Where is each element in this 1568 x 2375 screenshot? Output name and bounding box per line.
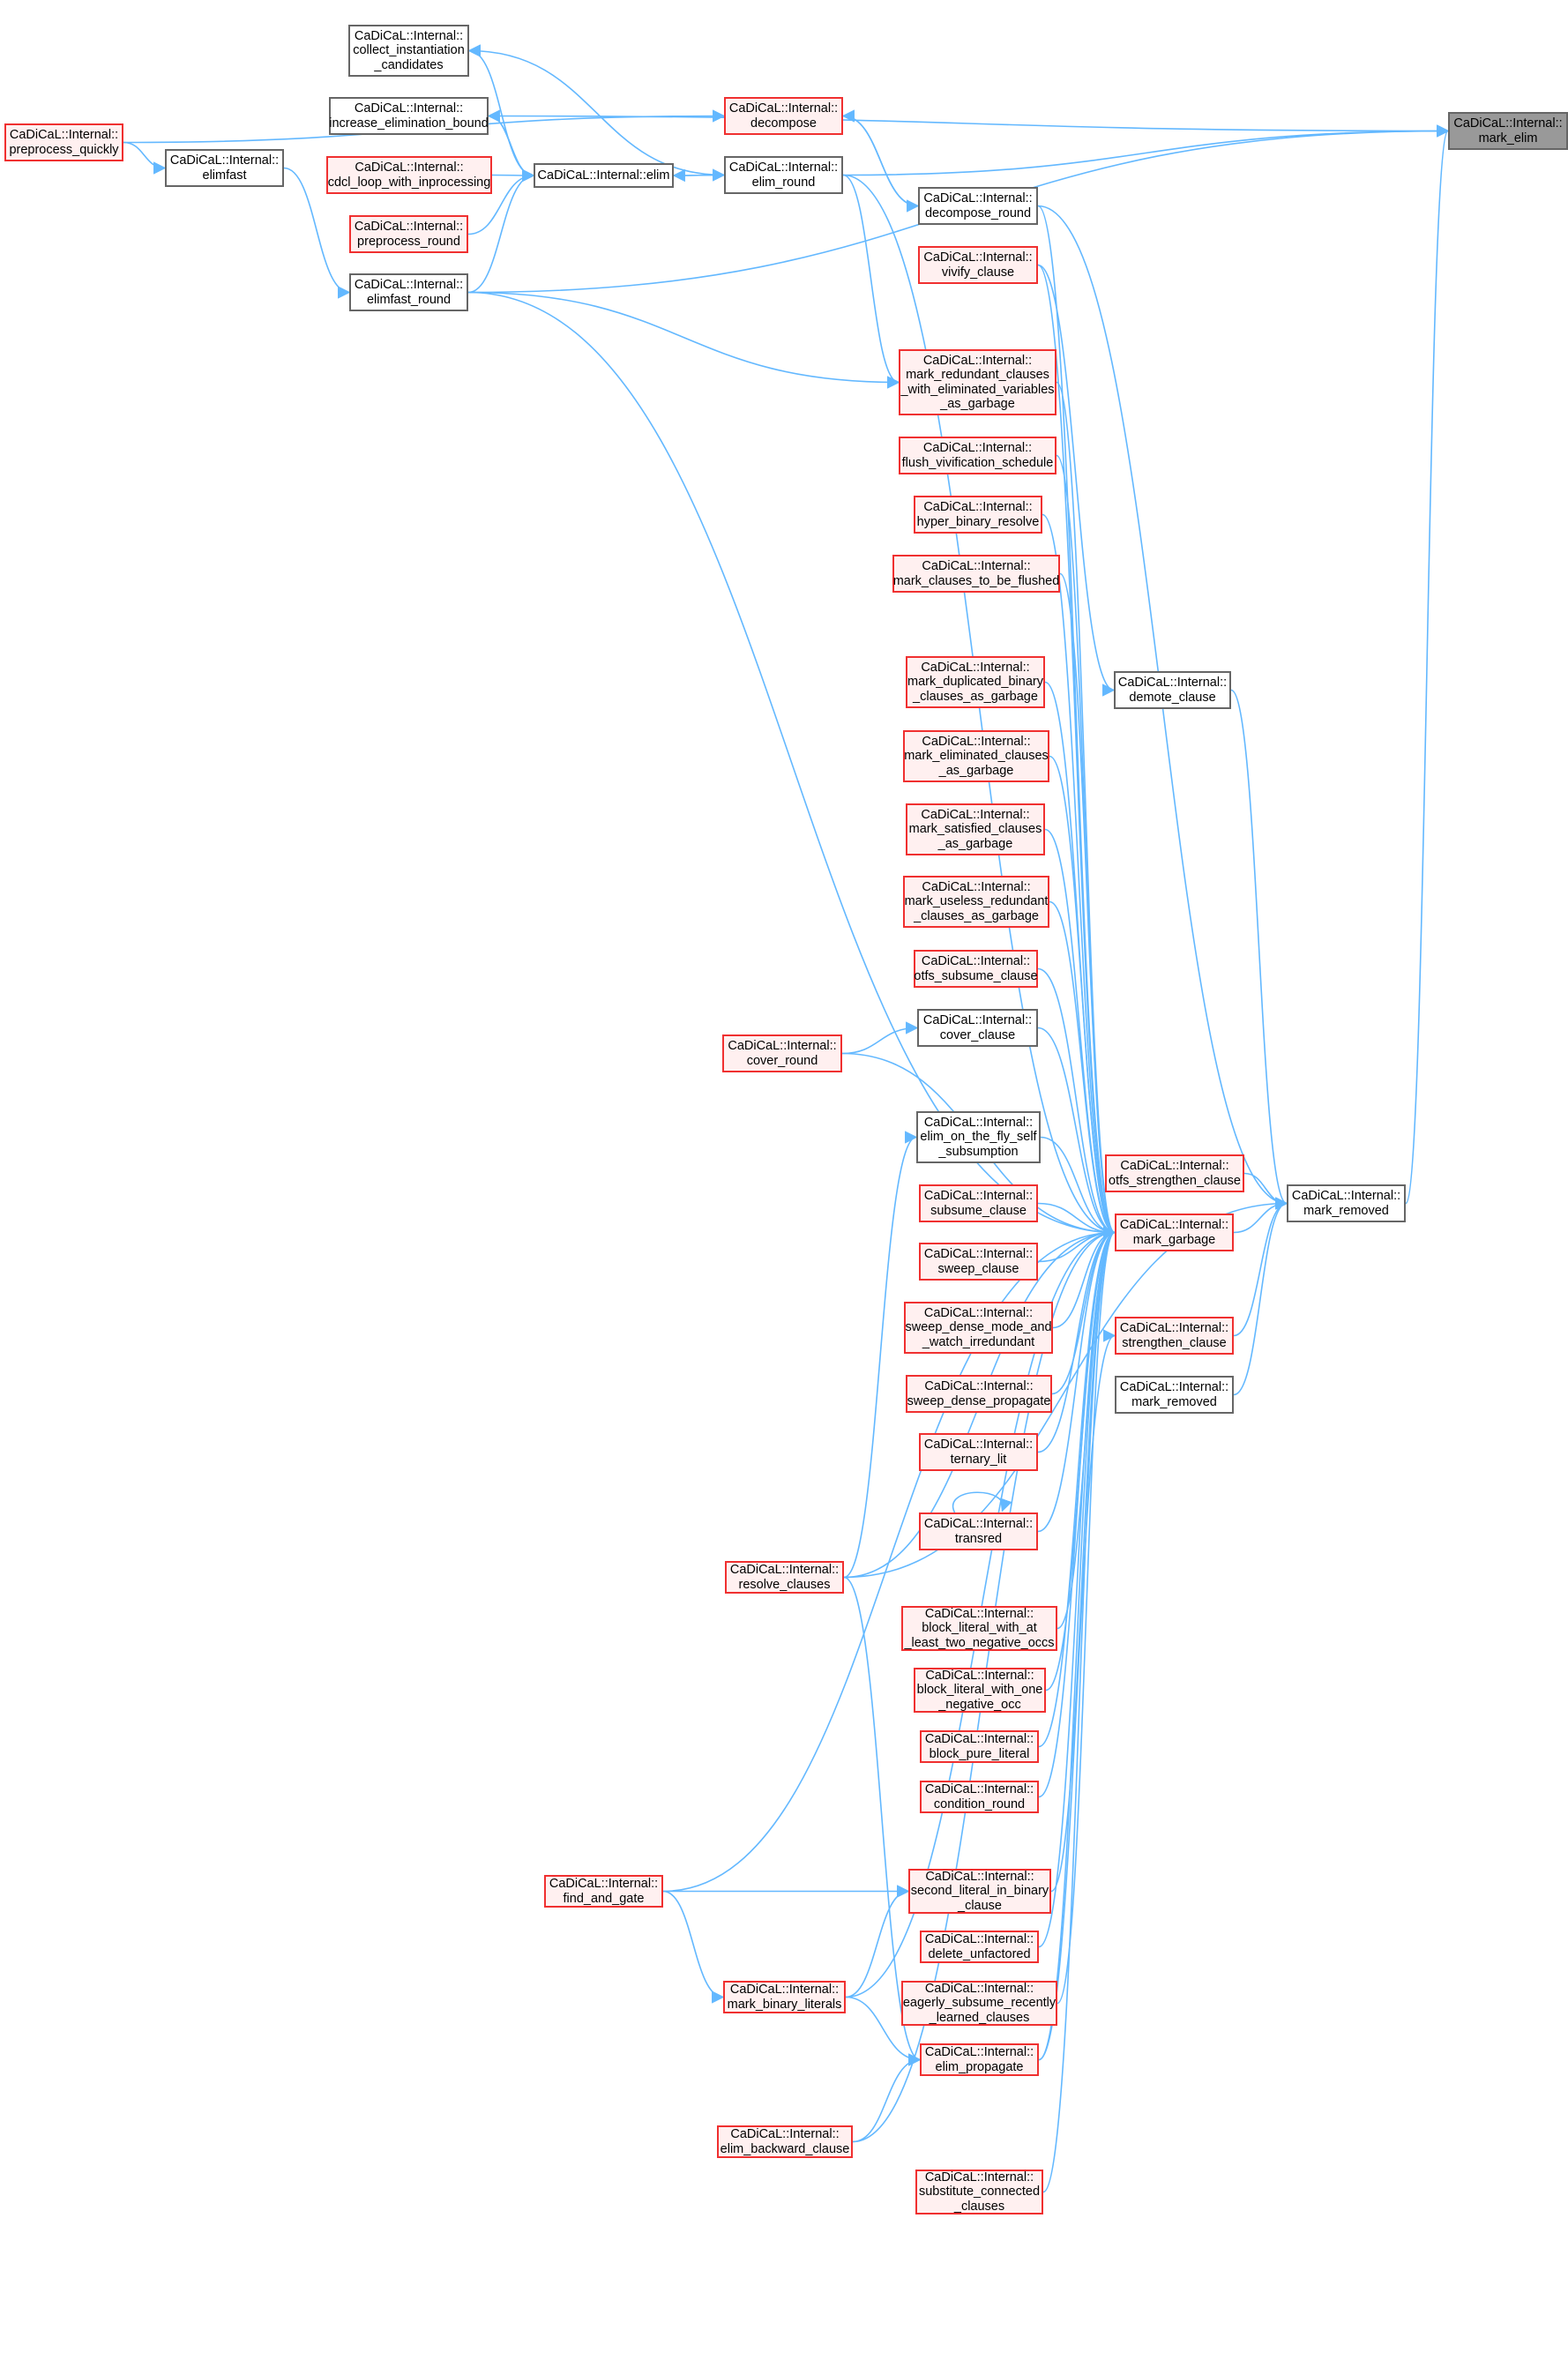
edge-elim_round-to-collect_instantiation_candidates [467, 44, 725, 176]
edge-cover_clause-to-mark_garbage [1037, 1027, 1116, 1239]
edge-resolve_clauses-to-elim_on_the_fly_self_subsumption [843, 1131, 918, 1579]
node-elim[interactable]: CaDiCaL::Internal::elim [534, 163, 674, 188]
node-sweep-dense-propagate[interactable]: CaDiCaL::Internal:: sweep_dense_propagat… [906, 1375, 1052, 1413]
edge-demote_clause-to-mark_removed [1230, 689, 1288, 1210]
node-decompose-round[interactable]: CaDiCaL::Internal:: decompose_round [918, 187, 1038, 225]
edge-condition_round-to-mark_garbage [1038, 1226, 1116, 1798]
edge-strengthen_clause-to-mark_removed [1233, 1197, 1288, 1337]
node-decompose[interactable]: CaDiCaL::Internal:: decompose [724, 97, 843, 135]
edge-mark_removed-to-mark_elim [1405, 124, 1450, 1205]
edge-ternary_lit-to-mark_garbage [1037, 1226, 1116, 1453]
node-otfs-subsume-clause[interactable]: CaDiCaL::Internal:: otfs_subsume_clause [914, 950, 1038, 988]
node-mark-redundant-clauses[interactable]: CaDiCaL::Internal:: mark_redundant_claus… [899, 349, 1057, 415]
edge-substitute_connected_clauses-to-mark_garbage [1042, 1226, 1116, 2193]
node-cdcl-loop-with-inprocessing[interactable]: CaDiCaL::Internal:: cdcl_loop_with_inpro… [326, 156, 492, 194]
node-mark-clauses-to-be-flushed[interactable]: CaDiCaL::Internal:: mark_clauses_to_be_f… [892, 555, 1060, 593]
node-find-and-gate[interactable]: CaDiCaL::Internal:: find_and_gate [544, 1875, 663, 1908]
node-hyper-binary-resolve[interactable]: CaDiCaL::Internal:: hyper_binary_resolve [914, 496, 1042, 534]
node-mark-elim[interactable]: CaDiCaL::Internal:: mark_elim [1448, 112, 1568, 150]
edge-elim_backward_clause-to-elim_propagate [852, 2053, 922, 2143]
node-elimfast[interactable]: CaDiCaL::Internal:: elimfast [165, 149, 284, 187]
node-increase-elimination-bound[interactable]: CaDiCaL::Internal:: increase_elimination… [329, 97, 489, 135]
node-resolve-clauses[interactable]: CaDiCaL::Internal:: resolve_clauses [725, 1561, 844, 1594]
node-subsume-clause[interactable]: CaDiCaL::Internal:: subsume_clause [919, 1184, 1038, 1222]
node-elim-round[interactable]: CaDiCaL::Internal:: elim_round [724, 156, 843, 194]
node-ternary-lit[interactable]: CaDiCaL::Internal:: ternary_lit [919, 1433, 1038, 1471]
edge-elimfast-to-elimfast_round [283, 167, 351, 299]
node-elim-propagate[interactable]: CaDiCaL::Internal:: elim_propagate [920, 2043, 1039, 2076]
node-preprocess-round[interactable]: CaDiCaL::Internal:: preprocess_round [349, 215, 468, 253]
node-demote-clause[interactable]: CaDiCaL::Internal:: demote_clause [1114, 671, 1231, 709]
edge-mark_eliminated_clauses_as_garbage-to-mark_garbage [1049, 755, 1116, 1239]
node-elimfast-round[interactable]: CaDiCaL::Internal:: elimfast_round [349, 273, 468, 311]
node-elim-backward-clause[interactable]: CaDiCaL::Internal:: elim_backward_clause [717, 2125, 853, 2158]
node-elim-on-the-fly-self-subsumption[interactable]: CaDiCaL::Internal:: elim_on_the_fly_self… [916, 1111, 1041, 1163]
edge-elim_on_the_fly_self_subsumption-to-mark_garbage [1040, 1136, 1116, 1239]
edge-increase_elimination_bound-to-mark_elim [488, 115, 1450, 138]
node-mark-binary-literals[interactable]: CaDiCaL::Internal:: mark_binary_literals [723, 1981, 846, 2013]
node-condition-round[interactable]: CaDiCaL::Internal:: condition_round [920, 1781, 1039, 1813]
edge-preprocess_quickly-to-elimfast [123, 141, 167, 175]
node-mark-satisfied-clauses[interactable]: CaDiCaL::Internal:: mark_satisfied_claus… [906, 803, 1045, 855]
edge-find_and_gate-to-mark_binary_literals [662, 1890, 725, 2004]
node-substitute-connected-clauses[interactable]: CaDiCaL::Internal:: substitute_connected… [915, 2170, 1043, 2214]
node-delete-unfactored[interactable]: CaDiCaL::Internal:: delete_unfactored [920, 1931, 1039, 1963]
edge-mark_binary_literals-to-second_literal_in_binary_clause [845, 1885, 910, 1998]
edge-elimfast_round-to-mark_garbage [467, 291, 1116, 1239]
node-preprocess-quickly[interactable]: CaDiCaL::Internal:: preprocess_quickly [4, 123, 123, 161]
edge-mark_clauses_to_be_flushed-to-mark_garbage [1059, 572, 1116, 1239]
edge-otfs_subsume_clause-to-mark_garbage [1037, 967, 1116, 1239]
node-second-literal-in-binary-clause[interactable]: CaDiCaL::Internal:: second_literal_in_bi… [908, 1869, 1051, 1914]
node-collect-instantiation-candidates[interactable]: CaDiCaL::Internal:: collect_instantiatio… [348, 25, 469, 77]
node-mark-duplicated-binary-clauses[interactable]: CaDiCaL::Internal:: mark_duplicated_bina… [906, 656, 1045, 708]
edge-decompose_round-to-decompose [841, 109, 919, 207]
edge-elim_round-to-mark_redundant_clauses_with_eliminated_variables_as_garbage [842, 174, 900, 389]
node-sweep-dense-mode-and-watch-irredundant[interactable]: CaDiCaL::Internal:: sweep_dense_mode_and… [904, 1302, 1053, 1354]
node-eagerly-subsume-recently-learned-clauses[interactable]: CaDiCaL::Internal:: eagerly_subsume_rece… [901, 1981, 1057, 2026]
node-sweep-clause[interactable]: CaDiCaL::Internal:: sweep_clause [919, 1243, 1038, 1281]
edge-mark_removed_2-to-mark_removed [1233, 1197, 1288, 1396]
edge-increase_elimination_bound-to-elim [488, 115, 535, 183]
edge-transred-to-transred [952, 1491, 1012, 1513]
edge-cover_round-to-cover_clause [841, 1021, 919, 1055]
node-mark-removed[interactable]: CaDiCaL::Internal:: mark_removed [1287, 1184, 1406, 1222]
node-cover-round[interactable]: CaDiCaL::Internal:: cover_round [722, 1034, 842, 1072]
node-strengthen-clause[interactable]: CaDiCaL::Internal:: strengthen_clause [1115, 1317, 1234, 1355]
node-cover-clause[interactable]: CaDiCaL::Internal:: cover_clause [917, 1009, 1038, 1047]
node-mark-useless-redundant-clauses[interactable]: CaDiCaL::Internal:: mark_useless_redunda… [903, 876, 1049, 928]
edge-resolve_clauses-to-elim_propagate [843, 1576, 922, 2066]
node-mark-eliminated-clauses[interactable]: CaDiCaL::Internal:: mark_eliminated_clau… [903, 730, 1049, 782]
edge-elimfast_round-to-elim [467, 168, 535, 294]
node-transred[interactable]: CaDiCaL::Internal:: transred [919, 1512, 1038, 1550]
edge-delete_unfactored-to-mark_garbage [1038, 1226, 1116, 1948]
node-otfs-strengthen-clause[interactable]: CaDiCaL::Internal:: otfs_strengthen_clau… [1105, 1154, 1244, 1192]
node-mark-garbage[interactable]: CaDiCaL::Internal:: mark_garbage [1115, 1214, 1234, 1251]
edge-mark_useless_redundant_clauses_as_garbage-to-mark_garbage [1049, 900, 1116, 1239]
node-mark-removed-secondary[interactable]: CaDiCaL::Internal:: mark_removed [1115, 1376, 1234, 1414]
node-block-literal-with-one-negative-occ[interactable]: CaDiCaL::Internal:: block_literal_with_o… [914, 1668, 1046, 1713]
edge-elimfast_round-to-mark_redundant_clauses_with_eliminated_variables_as_garbage [467, 291, 900, 389]
node-block-pure-literal[interactable]: CaDiCaL::Internal:: block_pure_literal [920, 1730, 1039, 1763]
edge-second_literal_in_binary_clause-to-mark_garbage [1050, 1226, 1116, 1893]
edge-transred-to-mark_garbage [1037, 1226, 1116, 1533]
edge-elim_round-to-mark_elim [842, 124, 1450, 176]
node-block-literal-with-at-least-two-negative-occs[interactable]: CaDiCaL::Internal:: block_literal_with_a… [901, 1606, 1057, 1651]
edge-vivify_clause-to-mark_garbage [1037, 264, 1116, 1239]
node-flush-vivification-schedule[interactable]: CaDiCaL::Internal:: flush_vivification_s… [899, 437, 1057, 474]
edge-otfs_strengthen_clause-to-mark_removed [1243, 1172, 1288, 1210]
edge-vivify_clause-to-demote_clause [1037, 264, 1116, 697]
node-vivify-clause[interactable]: CaDiCaL::Internal:: vivify_clause [918, 246, 1038, 284]
